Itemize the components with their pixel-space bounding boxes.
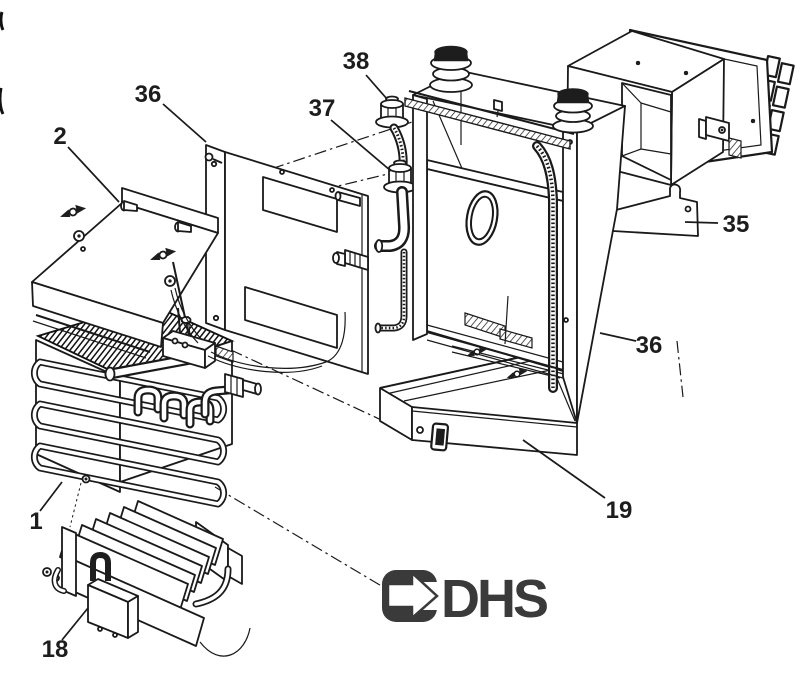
callout-label-36-left: 36 [135,81,162,108]
tray-left-face [379,387,413,441]
valve-bracket-hatch [215,345,234,363]
callout-label-1: 1 [29,508,42,535]
leader-18 [61,607,89,641]
top-rail [404,90,575,150]
screw [212,314,220,322]
callout-label-19: 19 [606,497,633,524]
callout-label-2: 2 [53,123,66,150]
side-panel-left-36 [204,144,369,375]
callout-label-35: 35 [723,211,750,238]
gas-valve [162,307,234,369]
clamp-hatch [728,137,742,159]
ignition-wire [199,627,251,657]
valve-box-side [127,595,139,639]
side-panel-right-36 [576,105,626,424]
callout-label-18: 18 [42,636,69,663]
cover-front-strip [31,281,164,348]
wing-nut [150,247,177,260]
cabinet-stub-fitting [334,191,361,207]
flue-fitting-38 [375,95,409,129]
thin-braided-pipe [374,248,408,334]
carriage-bolt [174,221,192,233]
panel-cutout-lower [244,286,338,349]
logo-text: DHS [441,569,547,629]
callout-label-38: 38 [343,48,370,75]
leader-38 [365,74,388,100]
screw [635,60,641,66]
logo-arrow-icon [386,570,439,621]
dhs-logo: DHS [382,569,550,629]
screw [750,118,756,124]
barbed-stub-fitting [332,249,369,271]
scan-artifacts [0,11,5,115]
elbow-pipe [374,186,411,253]
leader-36-right [599,332,637,342]
panel-cutout-upper [262,176,338,233]
wing-nut [60,204,87,217]
burner-left-bracket [61,526,77,597]
screw [112,632,118,638]
screw-hole [80,246,86,252]
flexible-tube [532,141,558,393]
screw-hole [279,169,285,175]
leader-1 [39,481,63,512]
u-bend-pipes [133,385,233,429]
leader-19 [522,439,606,499]
callout-label-37: 37 [309,95,336,122]
screw [563,317,569,323]
screw [97,626,103,632]
grommet-stack-left [429,45,473,93]
leader-35 [684,221,719,224]
right-pillar [562,127,578,424]
cabinet-casing [404,70,626,424]
clamp-handle [698,118,707,140]
wrap-loops [30,358,228,508]
power-switch [430,422,450,452]
floor-bracket-hatch [499,328,533,349]
callout-leader-lines [39,74,719,641]
valve-handle [90,551,111,581]
screw-hole [416,426,424,434]
burner-18 [42,500,251,657]
callout-labels: 2 36 37 38 35 36 19 1 18 [29,48,749,663]
control-box-assembly [566,28,795,237]
carriage-bolt [120,200,138,212]
plate-hole [684,205,692,213]
leader-37 [330,119,392,172]
leader-2 [67,146,120,203]
tray-front-face [411,406,578,456]
screw [683,70,689,76]
sight-oval [465,190,499,246]
callout-label-36-right: 36 [636,332,663,359]
cover-plate-35 [611,183,699,237]
rail-clip [493,99,503,112]
left-pillar [412,94,428,341]
grommet-stack-right [552,88,594,134]
screw [204,152,214,162]
capillary-wires [170,287,346,373]
screw [210,160,218,168]
screw-hole [329,187,335,193]
outlet-fitting [224,373,262,398]
wing-nut [506,368,528,378]
leader-36-left [162,103,207,143]
pipe-assembly-37-38 [332,95,417,334]
